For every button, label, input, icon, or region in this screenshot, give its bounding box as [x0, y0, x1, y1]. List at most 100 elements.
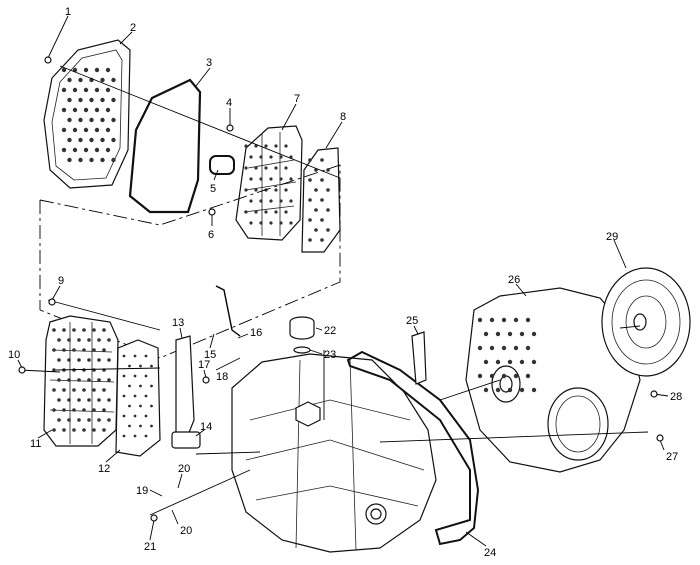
plate-hole — [72, 107, 78, 113]
plate-hole — [77, 418, 81, 422]
plate-hole — [89, 157, 94, 163]
plate-hole — [111, 157, 116, 163]
assembly-line-1 — [59, 65, 341, 179]
plate-hole — [102, 348, 106, 352]
plate-hole — [264, 166, 268, 170]
plate-hole — [249, 221, 253, 225]
assembly-line-7 — [379, 431, 649, 443]
plate-hole — [519, 359, 525, 365]
plate-hole — [97, 358, 101, 362]
plate-hole — [244, 210, 248, 214]
leader-20a — [177, 473, 183, 489]
leader-15 — [209, 333, 215, 349]
callout-21: 21 — [144, 541, 156, 553]
callout-7: 7 — [294, 93, 300, 105]
leader-29 — [613, 239, 627, 269]
callout-11: 11 — [30, 438, 41, 450]
plate-hole — [87, 358, 91, 362]
plate-hole — [105, 67, 111, 73]
plate-hole — [308, 218, 312, 222]
plate-hole — [67, 117, 72, 123]
plate-hole — [320, 198, 324, 202]
plate-hole — [83, 127, 89, 133]
callout-20a: 20 — [178, 463, 190, 475]
plate-hole — [320, 238, 324, 242]
leader-13 — [179, 327, 183, 339]
plate-hole — [92, 408, 96, 412]
callout-15: 15 — [204, 349, 216, 361]
plate-hole — [111, 117, 116, 123]
transmission-case — [231, 353, 437, 553]
plate-hole — [72, 127, 78, 133]
leader-20b — [171, 509, 179, 525]
leader-1 — [47, 15, 69, 59]
phantom-line-upper — [39, 164, 341, 359]
plate-hole — [128, 424, 131, 428]
plate-hole — [72, 147, 78, 153]
plate-hole — [78, 77, 83, 83]
plate-hole — [122, 414, 126, 418]
leader-25 — [413, 325, 419, 335]
leader-23 — [309, 349, 323, 355]
plate-hole — [94, 87, 100, 93]
spacer-plate-upper — [301, 147, 341, 253]
plate-hole — [269, 199, 273, 203]
plate-hole — [122, 434, 126, 438]
plate-hole — [513, 373, 519, 379]
plate-hole — [150, 404, 153, 408]
plate-hole — [144, 374, 148, 378]
plate-hole — [67, 358, 71, 362]
callout-27: 27 — [666, 451, 678, 463]
plate-hole — [102, 428, 106, 432]
callout-29: 29 — [606, 231, 618, 243]
plate-hole — [477, 345, 483, 351]
plate-hole — [507, 387, 513, 393]
plate-hole — [92, 388, 96, 392]
plate-hole — [57, 338, 61, 342]
callout-25: 25 — [406, 315, 418, 327]
plate-hole — [105, 87, 111, 93]
assembly-line-4 — [195, 451, 261, 455]
plate-hole — [83, 87, 89, 93]
plate-hole — [62, 328, 66, 332]
o-ring — [293, 346, 311, 354]
leader-16 — [237, 333, 249, 339]
plate-hole — [67, 77, 72, 83]
callout-24: 24 — [484, 547, 496, 559]
plate-hole — [308, 158, 312, 162]
plate-hole — [495, 359, 501, 365]
plate-hole — [107, 418, 111, 422]
plate-hole — [122, 374, 126, 378]
plate-hole — [489, 345, 495, 351]
plate-hole — [320, 158, 324, 162]
callout-28: 28 — [670, 391, 682, 403]
plate-hole — [57, 358, 61, 362]
plate-hole — [144, 414, 148, 418]
plate-hole — [264, 210, 268, 214]
plate-hole — [150, 424, 153, 428]
plate-hole — [259, 221, 263, 225]
plate-hole — [72, 87, 78, 93]
plate-hole — [249, 199, 253, 203]
plate-hole — [89, 97, 94, 103]
plate-hole — [501, 345, 507, 351]
plate-hole — [100, 77, 105, 83]
plate-hole — [72, 388, 76, 392]
plate-hole — [519, 387, 525, 393]
plate-hole — [77, 338, 81, 342]
plate-hole — [501, 373, 507, 379]
plate-hole — [144, 394, 148, 398]
leader-19 — [149, 489, 163, 497]
plate-hole — [62, 408, 66, 412]
leader-24 — [465, 531, 487, 547]
plate-hole — [67, 97, 72, 103]
leader-12 — [105, 449, 121, 463]
plate-hole — [67, 137, 72, 143]
wiring-harness — [215, 285, 241, 337]
plate-hole — [78, 97, 83, 103]
leader-2 — [119, 31, 133, 45]
plate-hole — [289, 177, 293, 181]
plate-hole — [489, 317, 495, 323]
plate-hole — [72, 328, 76, 332]
